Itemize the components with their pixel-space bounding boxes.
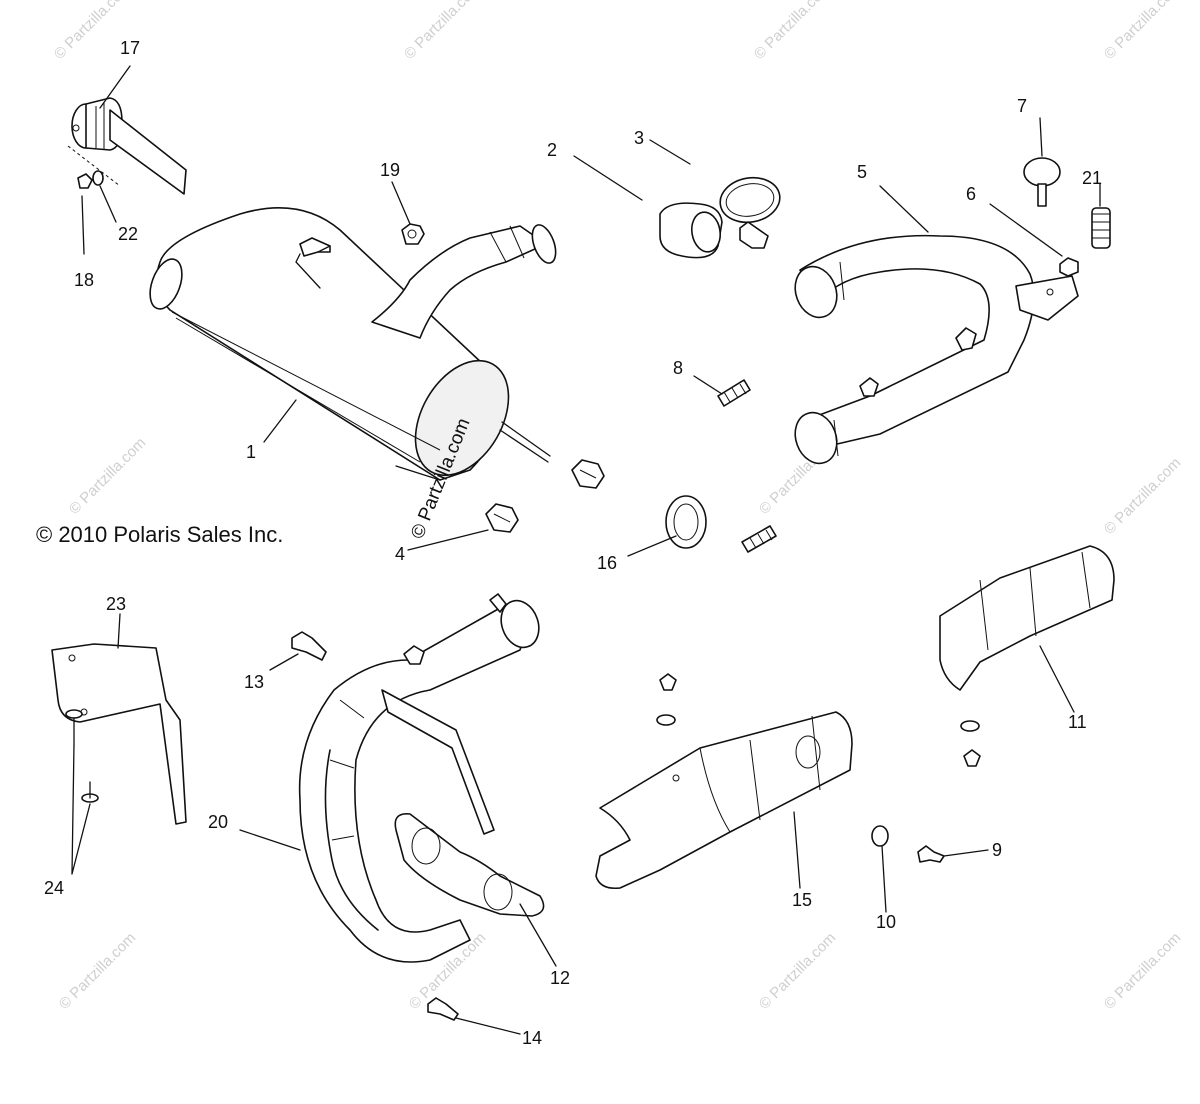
callout-6: 6: [966, 184, 976, 204]
callout-4: 4: [395, 544, 405, 564]
callout-1: 1: [246, 442, 256, 462]
watermark: © Partzilla.com: [1101, 454, 1184, 537]
part-4-grommet: [571, 459, 605, 489]
callout-9: 9: [992, 840, 1002, 860]
callout-22: 22: [118, 224, 138, 244]
part-15-heat-shield: [595, 711, 853, 890]
copyright-notice: © 2010 Polaris Sales Inc.: [36, 522, 283, 547]
part-2-sleeve: [659, 202, 723, 259]
callout-12: 12: [550, 968, 570, 988]
watermark: © Partzilla.com: [756, 929, 839, 1012]
callout-15: 15: [792, 890, 812, 910]
part-8-spring: [717, 379, 751, 407]
watermark: © Partzilla.com: [401, 0, 484, 63]
part-11-bolt: [960, 720, 981, 767]
part-24-fastener: [81, 781, 99, 803]
part-21-spring: [1091, 207, 1111, 249]
watermark: © Partzilla.com: [751, 0, 834, 63]
watermark: © Partzilla.com: [1101, 929, 1184, 1012]
watermark: © Partzilla.com: [66, 434, 149, 517]
part-6-nut: [1059, 257, 1079, 277]
part-4-grommet: [485, 503, 519, 533]
part-18-bolt: [77, 173, 93, 189]
part-3-clamp: [719, 176, 781, 249]
part-20-header-pipe: [298, 593, 540, 963]
part-1-muffler: [149, 206, 557, 481]
part-8-spring: [741, 525, 777, 553]
callout-21: 21: [1082, 168, 1102, 188]
part-23-heat-plate: [51, 643, 187, 825]
part-7-bumper: [1023, 157, 1061, 207]
part-19-nut: [401, 223, 425, 245]
part-24-fastener: [65, 709, 83, 745]
callout-13: 13: [244, 672, 264, 692]
callout-3: 3: [634, 128, 644, 148]
watermark: © Partzilla.com: [56, 929, 139, 1012]
callout-7: 7: [1017, 96, 1027, 116]
callout-2: 2: [547, 140, 557, 160]
part-12-exhaust-gasket: [394, 813, 545, 917]
leader-lines: [71, 65, 1101, 1035]
part-15-bolt: [656, 673, 677, 726]
callout-17: 17: [120, 38, 140, 58]
callout-numbers: 17 19 22 18 1 2 3 5 6 7 21 8 4 16 23 13 …: [44, 38, 1102, 1048]
callout-5: 5: [857, 162, 867, 182]
part-17-spark-arrestor: [67, 97, 187, 195]
part-5-head-pipe: [794, 234, 1079, 465]
callout-10: 10: [876, 912, 896, 932]
callout-11: 11: [1068, 712, 1087, 732]
callout-19: 19: [380, 160, 400, 180]
watermark: © Partzilla.com: [1101, 0, 1184, 63]
callout-20: 20: [208, 812, 228, 832]
callout-16: 16: [597, 553, 617, 573]
callout-24: 24: [44, 878, 64, 898]
part-11-heat-shield: [939, 545, 1115, 691]
callout-23: 23: [106, 594, 126, 614]
part-22-washer: [92, 170, 104, 186]
part-13-bolt: [291, 631, 327, 661]
callout-8: 8: [673, 358, 683, 378]
part-16-gasket: [665, 495, 707, 549]
callout-18: 18: [74, 270, 94, 290]
callout-14: 14: [522, 1028, 542, 1048]
part-10-washer: [871, 825, 889, 847]
part-14-bolt: [427, 997, 459, 1021]
part-9-bolt: [917, 845, 945, 863]
